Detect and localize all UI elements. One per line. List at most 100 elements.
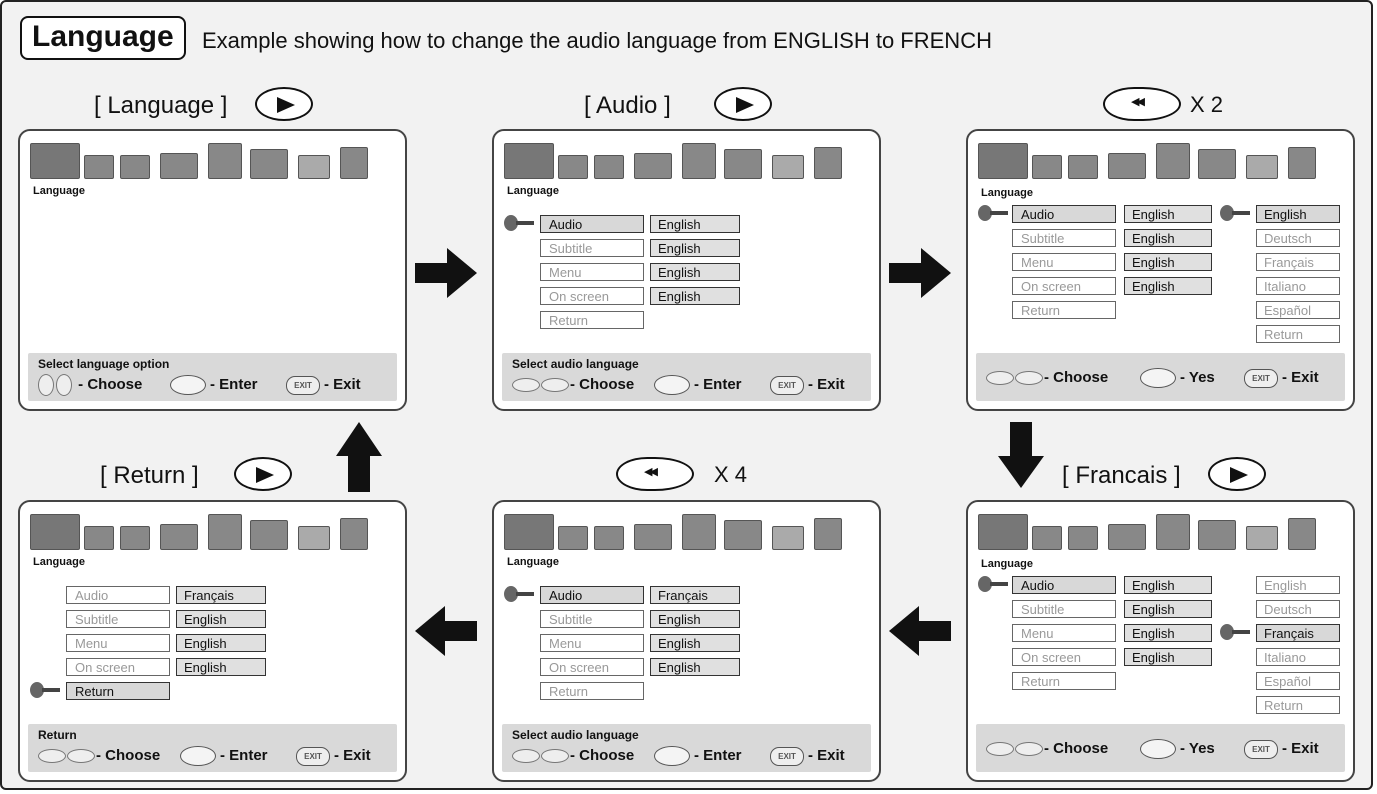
language-option[interactable]: Español	[1256, 672, 1340, 690]
menu-item-audio[interactable]: Audio	[540, 215, 644, 233]
language-menu-icon	[504, 143, 554, 179]
play-icon	[170, 375, 206, 396]
value-onscreen: English	[1124, 648, 1212, 666]
language-option[interactable]: English	[1256, 205, 1340, 223]
menu-icon-bar	[504, 139, 864, 183]
menu-item-subtitle[interactable]: Subtitle	[1012, 600, 1116, 618]
rewind-icon	[1015, 371, 1043, 386]
menu-item-subtitle[interactable]: Subtitle	[540, 610, 644, 628]
screen-title: Language	[981, 558, 1033, 570]
user-menu-icon	[250, 520, 288, 550]
arrow-right-icon	[889, 248, 951, 298]
footer-enter: - Enter	[170, 374, 258, 396]
pointer-hand-icon	[978, 576, 1008, 592]
right-arrow-icon	[56, 374, 72, 397]
screen-audio-changed: Language Audio Subtitle Menu On screen R…	[492, 500, 881, 782]
menu-item-menu[interactable]: Menu	[66, 634, 170, 652]
language-option[interactable]: Return	[1256, 696, 1340, 714]
exit-menu-icon	[814, 518, 842, 550]
screen-title: Language	[33, 556, 85, 568]
language-option[interactable]: English	[1256, 576, 1340, 594]
language-option[interactable]: Français	[1256, 624, 1340, 642]
arrow-left-icon	[889, 606, 951, 656]
arrow-down-icon	[998, 422, 1044, 488]
audio-menu-icon	[1068, 526, 1098, 550]
exit-icon: EXIT	[1244, 368, 1278, 388]
menu-item-onscreen[interactable]: On screen	[540, 287, 644, 305]
value-onscreen: English	[650, 658, 740, 676]
rewind-icon	[1103, 87, 1181, 121]
menu-item-return[interactable]: Return	[1012, 672, 1116, 690]
screen-return: Language Audio Subtitle Menu On screen R…	[18, 500, 407, 782]
language-option[interactable]: Deutsch	[1256, 229, 1340, 247]
menu-item-subtitle[interactable]: Subtitle	[540, 239, 644, 257]
footer-hint: Select audio language	[512, 357, 639, 371]
footer-exit: EXIT- Exit	[1244, 367, 1319, 389]
language-menu-icon	[30, 143, 80, 179]
blank-menu-icon	[1246, 526, 1278, 550]
value-menu: English	[650, 634, 740, 652]
menu-item-menu[interactable]: Menu	[1012, 624, 1116, 642]
menu-item-menu[interactable]: Menu	[1012, 253, 1116, 271]
page-subtitle: Example showing how to change the audio …	[202, 28, 992, 53]
fast-forward-icon	[986, 371, 1014, 386]
menu-item-onscreen[interactable]: On screen	[540, 658, 644, 676]
menu-item-audio[interactable]: Audio	[66, 586, 170, 604]
language-option[interactable]: Return	[1256, 325, 1340, 343]
blank-menu-icon	[298, 155, 330, 179]
footer-choose: - Choose	[986, 738, 1108, 760]
pointer-hand-icon	[1220, 624, 1250, 640]
footer-yes: - Yes	[1140, 367, 1215, 389]
left-arrow-icon	[38, 374, 54, 397]
menu-item-audio[interactable]: Audio	[1012, 576, 1116, 594]
parental-menu-icon	[682, 143, 716, 179]
menu-item-subtitle[interactable]: Subtitle	[1012, 229, 1116, 247]
menu-item-audio[interactable]: Audio	[540, 586, 644, 604]
screen-francais-selected: Language Audio Subtitle Menu On screen R…	[966, 500, 1355, 782]
rating-menu-icon	[1108, 524, 1146, 550]
blank-menu-icon	[772, 526, 804, 550]
menu-item-return[interactable]: Return	[540, 311, 644, 329]
exit-menu-icon	[814, 147, 842, 179]
play-icon	[1140, 368, 1176, 389]
parental-menu-icon	[1156, 143, 1190, 179]
menu-item-subtitle[interactable]: Subtitle	[66, 610, 170, 628]
screen-language-list: Language Audio Subtitle Menu On screen R…	[966, 129, 1355, 411]
language-option[interactable]: Italiano	[1256, 648, 1340, 666]
screen-audio-select: Language Audio Subtitle Menu On screen R…	[492, 129, 881, 411]
language-option[interactable]: Italiano	[1256, 277, 1340, 295]
value-subtitle: English	[650, 239, 740, 257]
audio-menu-icon	[594, 526, 624, 550]
display-menu-icon	[84, 526, 114, 550]
exit-icon: EXIT	[296, 746, 330, 766]
audio-menu-icon	[120, 155, 150, 179]
footer-choose: - Choose	[38, 374, 142, 397]
value-subtitle: English	[1124, 600, 1212, 618]
rewind-icon	[67, 749, 95, 764]
rating-menu-icon	[160, 524, 198, 550]
language-option[interactable]: Español	[1256, 301, 1340, 319]
language-option[interactable]: Deutsch	[1256, 600, 1340, 618]
menu-item-return[interactable]: Return	[540, 682, 644, 700]
menu-item-audio[interactable]: Audio	[1012, 205, 1116, 223]
menu-item-onscreen[interactable]: On screen	[1012, 277, 1116, 295]
value-onscreen: English	[650, 287, 740, 305]
value-audio: English	[1124, 205, 1212, 223]
menu-item-onscreen[interactable]: On screen	[66, 658, 170, 676]
play-icon	[714, 87, 772, 121]
menu-item-return[interactable]: Return	[1012, 301, 1116, 319]
rating-menu-icon	[1108, 153, 1146, 179]
rating-menu-icon	[634, 524, 672, 550]
value-audio: English	[1124, 576, 1212, 594]
menu-item-menu[interactable]: Menu	[540, 263, 644, 281]
menu-item-return[interactable]: Return	[66, 682, 170, 700]
arrow-left-icon	[415, 606, 477, 656]
menu-item-menu[interactable]: Menu	[540, 634, 644, 652]
display-menu-icon	[1032, 526, 1062, 550]
menu-item-onscreen[interactable]: On screen	[1012, 648, 1116, 666]
value-subtitle: English	[1124, 229, 1212, 247]
language-option[interactable]: Français	[1256, 253, 1340, 271]
fast-forward-icon	[38, 749, 66, 764]
footer-enter: - Enter	[180, 745, 268, 767]
